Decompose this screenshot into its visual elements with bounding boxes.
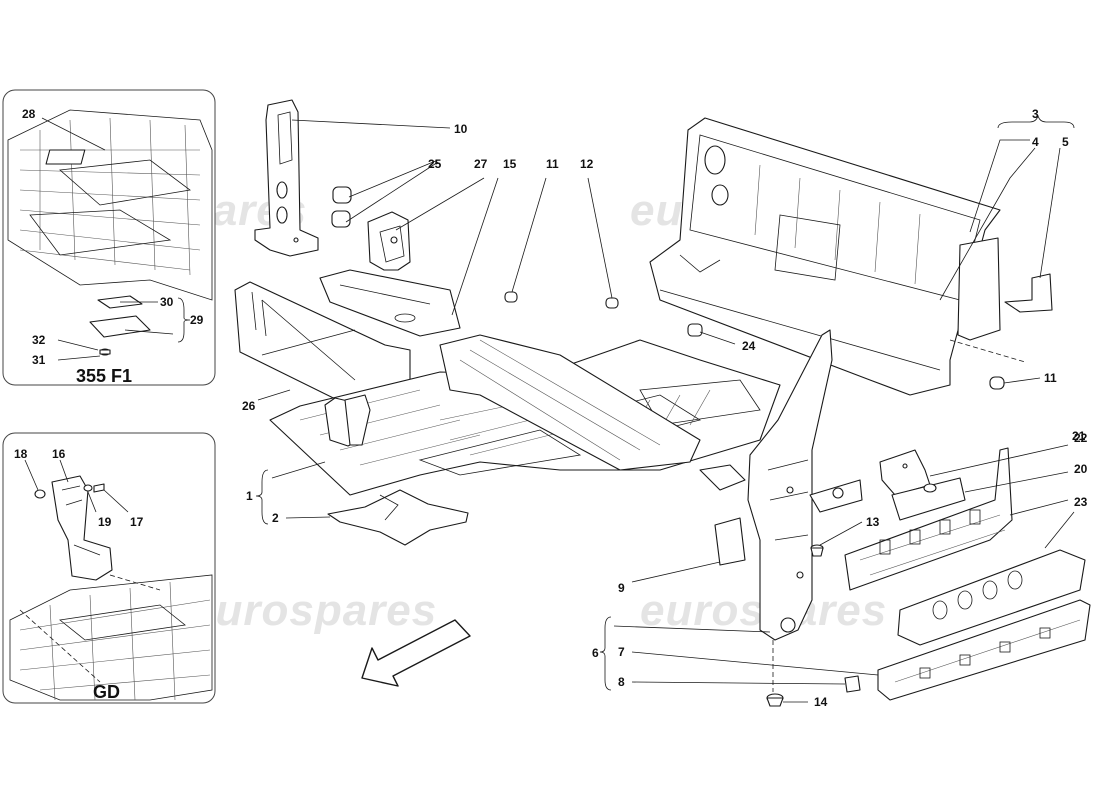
callout-11-right: 11 (1044, 371, 1057, 385)
part-12-pad (605, 297, 619, 309)
callout-25: 25 (428, 157, 442, 171)
callout-31: 31 (32, 353, 46, 367)
inset-355f1-title: 355 F1 (76, 366, 132, 386)
part-8-plug (844, 675, 861, 693)
callout-24: 24 (742, 339, 756, 353)
direction-arrow (361, 619, 471, 687)
callout-21: 21 (1072, 429, 1086, 443)
callout-22: 22 (1074, 431, 1088, 445)
part-7-rocker (877, 599, 1091, 701)
callout-14: 14 (814, 695, 828, 709)
callout-17: 17 (130, 515, 144, 529)
callout-29: 29 (190, 313, 204, 327)
callout-8: 8 (618, 675, 625, 689)
callout-2: 2 (272, 511, 279, 525)
inset-355f1-floor-sketch (7, 109, 213, 301)
part-14-plug (766, 693, 784, 707)
part-27-bracket (367, 211, 411, 271)
part-4-panel (957, 237, 1001, 341)
part-1-floor (269, 269, 781, 496)
part-24-pad (687, 323, 703, 337)
callout-23: 23 (1074, 495, 1088, 509)
part-5-bracket (1004, 273, 1053, 313)
inset-gd-bracket-16 (34, 475, 113, 581)
callout-12: 12 (580, 157, 594, 171)
callouts-main: 10 25 27 15 11 12 24 3 4 5 11 26 1 2 21 … (242, 107, 1088, 709)
callout-13: 13 (866, 515, 880, 529)
part-2-bracket (327, 489, 469, 546)
callout-18: 18 (14, 447, 28, 461)
callout-20: 20 (1074, 462, 1088, 476)
callout-28: 28 (22, 107, 36, 121)
inset-gd-title: GD (93, 682, 120, 702)
part-11-pad-center (504, 291, 518, 303)
part-11-pad-right (989, 376, 1005, 390)
small-pads (504, 291, 1005, 390)
part-20-sill (844, 447, 1013, 591)
part-13-plug (810, 544, 824, 557)
leader-lines (255, 114, 1075, 703)
callout-26: 26 (242, 399, 256, 413)
callout-19: 19 (98, 515, 112, 529)
part-22-bracket (891, 477, 966, 521)
callout-10: 10 (454, 122, 468, 136)
part-9-pillar (699, 329, 863, 641)
callout-1: 1 (246, 489, 253, 503)
callout-30: 30 (160, 295, 174, 309)
callout-32: 32 (32, 333, 46, 347)
part-3-bulkhead (649, 117, 1001, 396)
callout-27: 27 (474, 157, 488, 171)
callout-5: 5 (1062, 135, 1069, 149)
callout-9: 9 (618, 581, 625, 595)
callout-11: 11 (546, 157, 559, 171)
part-25-pads (331, 186, 352, 228)
callout-6: 6 (592, 646, 599, 660)
callout-15: 15 (503, 157, 517, 171)
callout-7: 7 (618, 645, 625, 659)
callout-3: 3 (1032, 107, 1039, 121)
inset-gd-floor-sketch (9, 574, 213, 701)
inset-355f1: 28 30 29 32 31 355 F1 (2, 89, 216, 386)
callout-4: 4 (1032, 135, 1039, 149)
callout-16: 16 (52, 447, 66, 461)
inset-gd: 18 16 19 17 GD (2, 432, 216, 704)
part-10-pillar (254, 99, 319, 257)
watermark-bottom-inset: eurospares (190, 586, 437, 635)
part-23-sill (897, 549, 1086, 646)
